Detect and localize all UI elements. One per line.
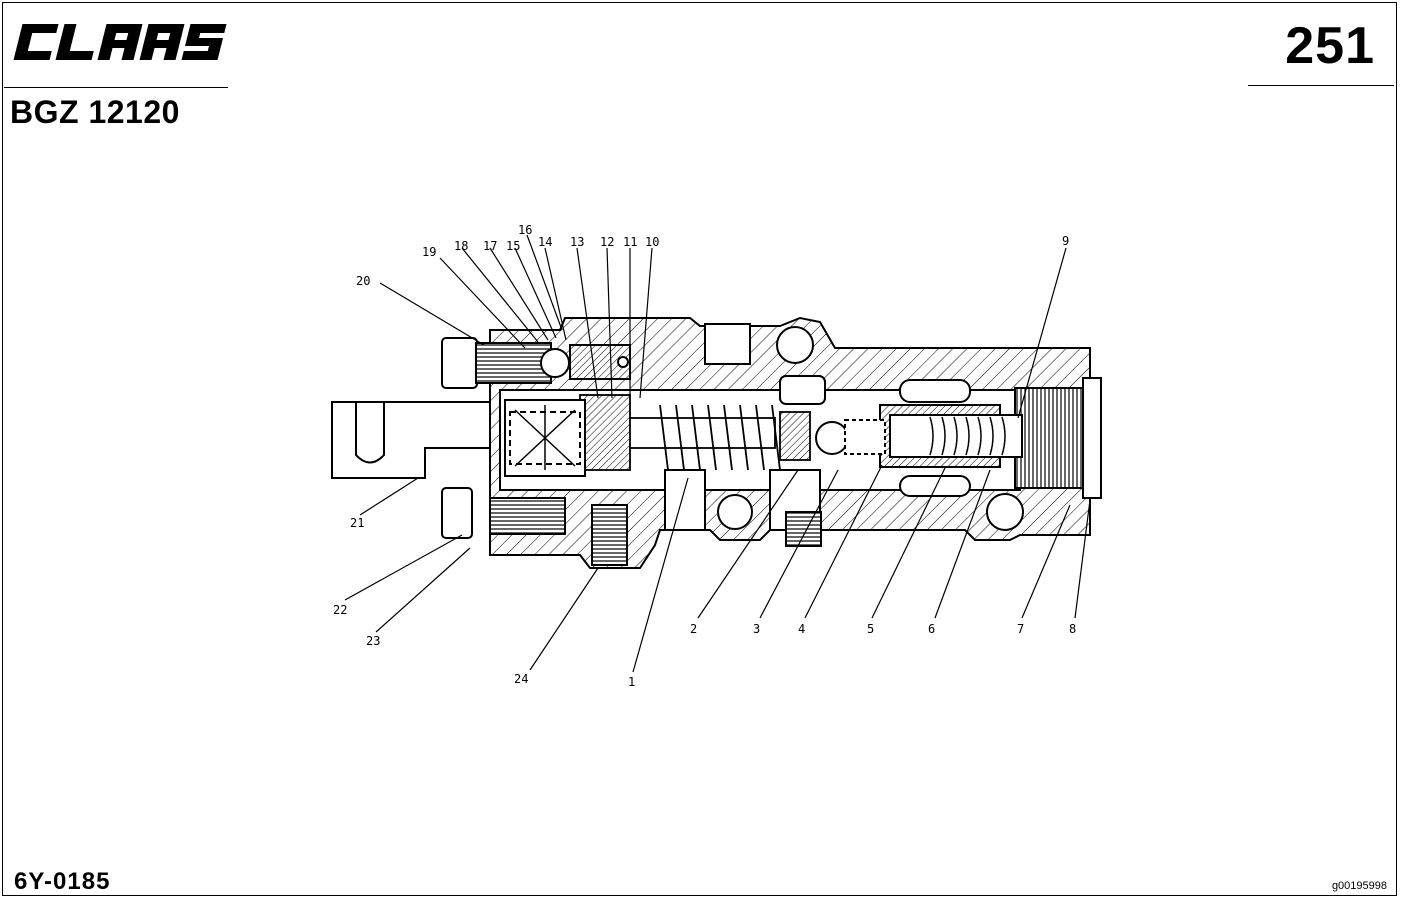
central-spring xyxy=(579,394,811,471)
callout-10: 10 xyxy=(645,235,659,249)
callout-7: 7 xyxy=(1017,622,1024,636)
callout-9: 9 xyxy=(1062,234,1069,248)
bottom-plug xyxy=(441,487,566,539)
callout-5: 5 xyxy=(867,622,874,636)
left-spool xyxy=(504,399,586,477)
top-plug xyxy=(441,337,631,389)
callout-20: 20 xyxy=(356,274,370,288)
end-cap xyxy=(1014,377,1102,499)
callout-18: 18 xyxy=(454,239,468,253)
callout-12: 12 xyxy=(600,235,614,249)
callout-1: 1 xyxy=(628,675,635,689)
callout-8: 8 xyxy=(1069,622,1076,636)
callout-23: 23 xyxy=(366,634,380,648)
callout-19: 19 xyxy=(422,245,436,259)
callout-16: 16 xyxy=(518,223,532,237)
callout-labels: 1 2 3 4 5 6 7 8 9 10 11 12 13 14 15 16 1… xyxy=(333,223,1076,689)
mounting-holes xyxy=(717,326,1024,531)
callout-11: 11 xyxy=(623,235,637,249)
callout-22: 22 xyxy=(333,603,347,617)
callout-3: 3 xyxy=(753,622,760,636)
page-number: 251 xyxy=(1285,17,1375,75)
callout-21: 21 xyxy=(350,516,364,530)
callout-17: 17 xyxy=(483,239,497,253)
footer-code: 6Y-0185 xyxy=(14,868,111,895)
callout-15: 15 xyxy=(506,239,520,253)
header-rule-left xyxy=(4,87,228,88)
leader-lines xyxy=(344,234,1091,673)
callout-14: 14 xyxy=(538,235,552,249)
claas-logo xyxy=(13,24,227,60)
header-rule-right xyxy=(1248,85,1394,86)
callout-13: 13 xyxy=(570,235,584,249)
callout-24: 24 xyxy=(514,672,528,686)
callout-4: 4 xyxy=(798,622,805,636)
lever-bracket xyxy=(331,401,491,479)
footer-reference: g00195998 xyxy=(1331,880,1387,892)
callout-6: 6 xyxy=(928,622,935,636)
bottom-fittings xyxy=(591,504,822,566)
document-code: BGZ 12120 xyxy=(10,94,180,130)
callout-2: 2 xyxy=(690,622,697,636)
right-spool xyxy=(815,404,1023,468)
